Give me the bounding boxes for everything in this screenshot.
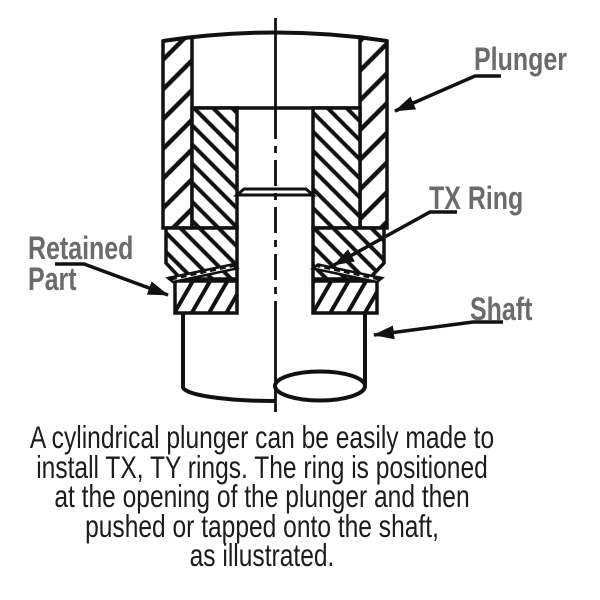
plunger-label: Plunger [474, 41, 567, 77]
tx-ring-right [310, 263, 385, 284]
caption-line: install TX, TY rings. The ring is positi… [36, 448, 488, 485]
retained-part-label-line1: Retained [28, 230, 134, 266]
caption-line: pushed or tapped onto the shaft, [85, 507, 439, 544]
shaft-bottom-ellipse [273, 369, 367, 403]
tx-ring-label: TX Ring [429, 180, 524, 216]
shaft-leader-arrow [373, 320, 503, 340]
caption: A cylindrical plunger can be easily made… [28, 419, 496, 573]
plunger-outer-wall-left [161, 34, 194, 230]
retained-part-right [311, 279, 379, 315]
shaft-bottom-arc [181, 386, 276, 403]
caption-line: as illustrated. [189, 537, 335, 573]
shaft-label: Shaft [470, 291, 533, 327]
plunger-leader-arrow [394, 74, 501, 113]
caption-line: A cylindrical plunger can be easily made… [29, 419, 495, 455]
caption-line: at the opening of the plunger and then [54, 478, 470, 514]
retained-part-leader-arrow [55, 262, 169, 297]
plunger-outer-wall-right [358, 34, 389, 230]
retained-part-label-line2: Part [28, 261, 77, 297]
inner-sleeve-right [311, 106, 362, 230]
tx-ring-left [165, 263, 240, 284]
shaft-top-end [232, 187, 318, 197]
retained-part-label: Retained Part [28, 230, 134, 297]
retained-part-left [173, 279, 239, 315]
inner-sleeve-left [190, 106, 239, 230]
tx-ring-leader-arrow [333, 210, 457, 267]
